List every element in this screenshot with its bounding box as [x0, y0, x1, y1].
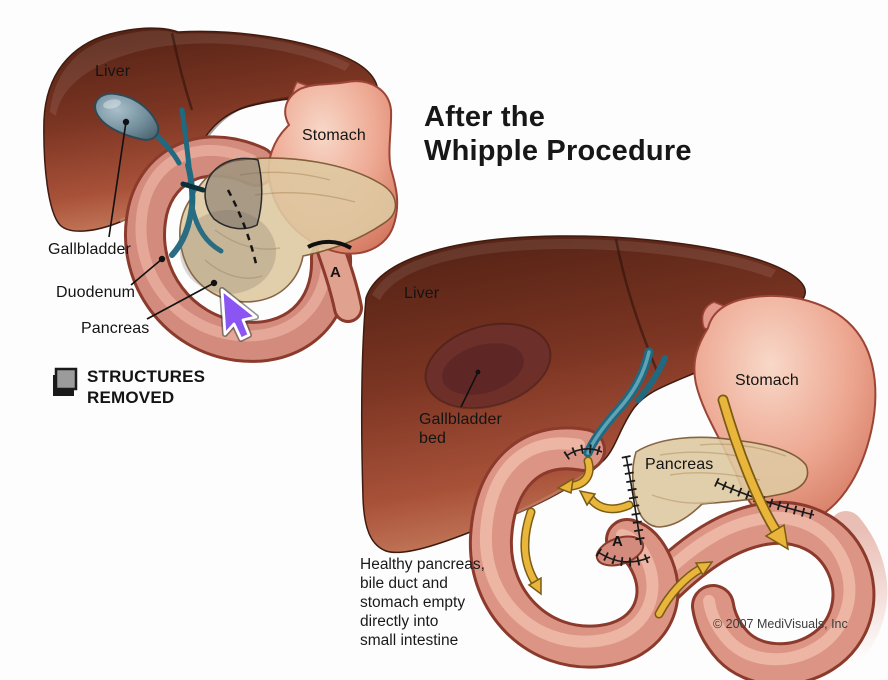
caption-line1: Healthy pancreas,: [360, 556, 485, 573]
bile-duct-shape-after: [583, 347, 668, 458]
copyright-text: © 2007 MediVisuals, Inc: [713, 617, 848, 631]
caption-line2: bile duct and: [360, 575, 448, 592]
caption-line5: small intestine: [360, 632, 459, 649]
structures-removed-legend: STRUCTURES REMOVED: [50, 366, 205, 408]
intestine-right-loop-shape: [642, 500, 876, 680]
jejunum-stub-shape: [316, 235, 363, 323]
transection-line-a: [307, 239, 352, 250]
after-diagram-art: [361, 235, 888, 680]
flow-arrows: [520, 394, 790, 619]
flow-arrow-icon: [520, 507, 542, 596]
gallbladder-shape: [94, 92, 160, 141]
intestine-hook-loop-shape: [468, 426, 680, 669]
legend-line2: REMOVED: [87, 388, 175, 407]
before-transection-marker: A: [330, 264, 341, 281]
caption-text: Healthy pancreas, bile duct and stomach …: [360, 555, 485, 650]
caption-line4: directly into: [360, 613, 439, 630]
flow-arrow-icon: [578, 489, 634, 514]
transection-dashed-line: [226, 189, 259, 269]
title-line1: After the: [424, 101, 546, 133]
leader-line-gallbladder-bed: [460, 369, 481, 408]
before-pancreas-label: Pancreas: [81, 320, 150, 337]
liver-lobe-crease: [170, 32, 194, 111]
bile-duct-shape: [149, 107, 224, 258]
liver-top-highlight: [50, 30, 350, 116]
before-liver-label: Liver: [95, 63, 131, 80]
after-stump-marker: A: [612, 533, 623, 550]
after-pancreas-label: Pancreas: [645, 456, 714, 473]
page-title: After the Whipple Procedure: [424, 100, 692, 168]
mouse-cursor-icon: [219, 287, 259, 342]
legend-line1: STRUCTURES: [87, 367, 206, 386]
removed-segment-overlay: [204, 157, 263, 230]
gallbladder-bed-shape: [424, 322, 552, 410]
before-duodenum-label: Duodenum: [56, 284, 136, 301]
gallbladder-bed-line1: Gallbladder: [419, 411, 502, 428]
leader-lines: [108, 118, 218, 320]
flow-arrow-icon: [717, 394, 790, 551]
caption-line3: stomach empty: [360, 594, 466, 611]
before-diagram-art: [43, 27, 399, 363]
after-liver-label: Liver: [404, 285, 440, 302]
suture-marks: [563, 444, 816, 567]
liver-top-highlight-after: [372, 238, 776, 300]
gallbladder-bed-line2: bed: [419, 430, 446, 447]
before-stomach-label: Stomach: [302, 127, 366, 144]
legend-swatch-icon: [53, 367, 78, 396]
after-stomach-label: Stomach: [735, 372, 799, 389]
after-gallbladder-bed-label: Gallbladder bed: [419, 410, 502, 448]
before-gallbladder-label: Gallbladder: [48, 241, 131, 258]
flow-arrow-icon: [654, 561, 714, 619]
title-line2: Whipple Procedure: [424, 135, 692, 167]
flow-arrow-icon: [556, 456, 594, 495]
